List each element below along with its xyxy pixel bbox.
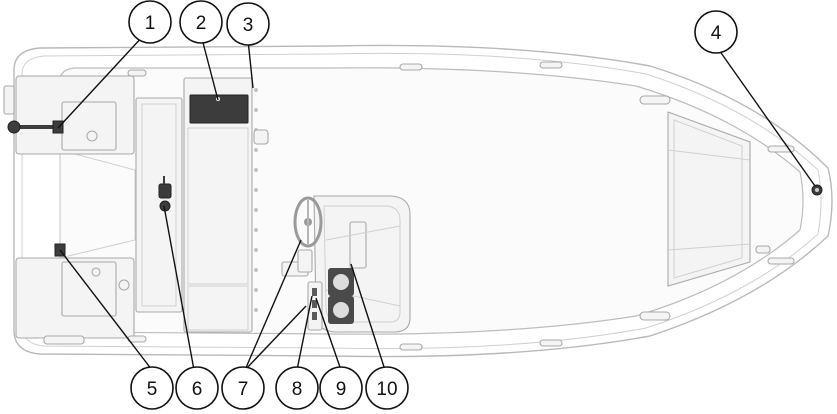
throttle-control: [281, 249, 313, 277]
callout-7: 7: [221, 366, 265, 410]
callout-9-label: 9: [336, 379, 347, 400]
callout-10: 10: [365, 366, 409, 410]
leader-7a: [244, 239, 302, 371]
callout-5-label: 5: [147, 379, 158, 400]
leader-6: [163, 205, 195, 371]
callout-8: 8: [275, 366, 319, 410]
callout-3: 3: [226, 2, 270, 46]
callout-3-label: 3: [243, 15, 254, 36]
callout-5: 5: [130, 366, 174, 410]
steering-wheel: [293, 196, 323, 248]
dashboard-display-panel: [189, 94, 249, 124]
leader-5: [59, 249, 153, 371]
leader-7b: [244, 305, 307, 371]
callout-8-label: 8: [292, 379, 303, 400]
leader-3: [247, 39, 254, 89]
bow-navigation-light: [811, 184, 823, 196]
callout-2: 2: [179, 0, 223, 44]
callout-2-label: 2: [196, 13, 207, 34]
leader-10: [350, 263, 386, 371]
ignition-and-switch-panel: [307, 281, 323, 331]
callout-10-label: 10: [376, 379, 397, 400]
leader-8: [296, 295, 313, 371]
leader-4: [718, 49, 816, 187]
callout-7-label: 7: [238, 379, 249, 400]
gauge-cluster: [328, 268, 354, 324]
leader-9: [315, 297, 342, 371]
callout-4: 4: [694, 10, 738, 54]
leader-2: [200, 34, 219, 101]
callout-leaders: [57, 34, 816, 371]
callout-1: 1: [128, 0, 172, 44]
boat-hull: [3, 44, 833, 358]
callout-6-label: 6: [192, 379, 203, 400]
battery-switch: [158, 176, 172, 212]
leader-1: [57, 34, 145, 129]
callout-4-label: 4: [711, 23, 722, 44]
callout-1-label: 1: [145, 13, 156, 34]
callout-6: 6: [175, 366, 219, 410]
callout-9: 9: [319, 366, 363, 410]
